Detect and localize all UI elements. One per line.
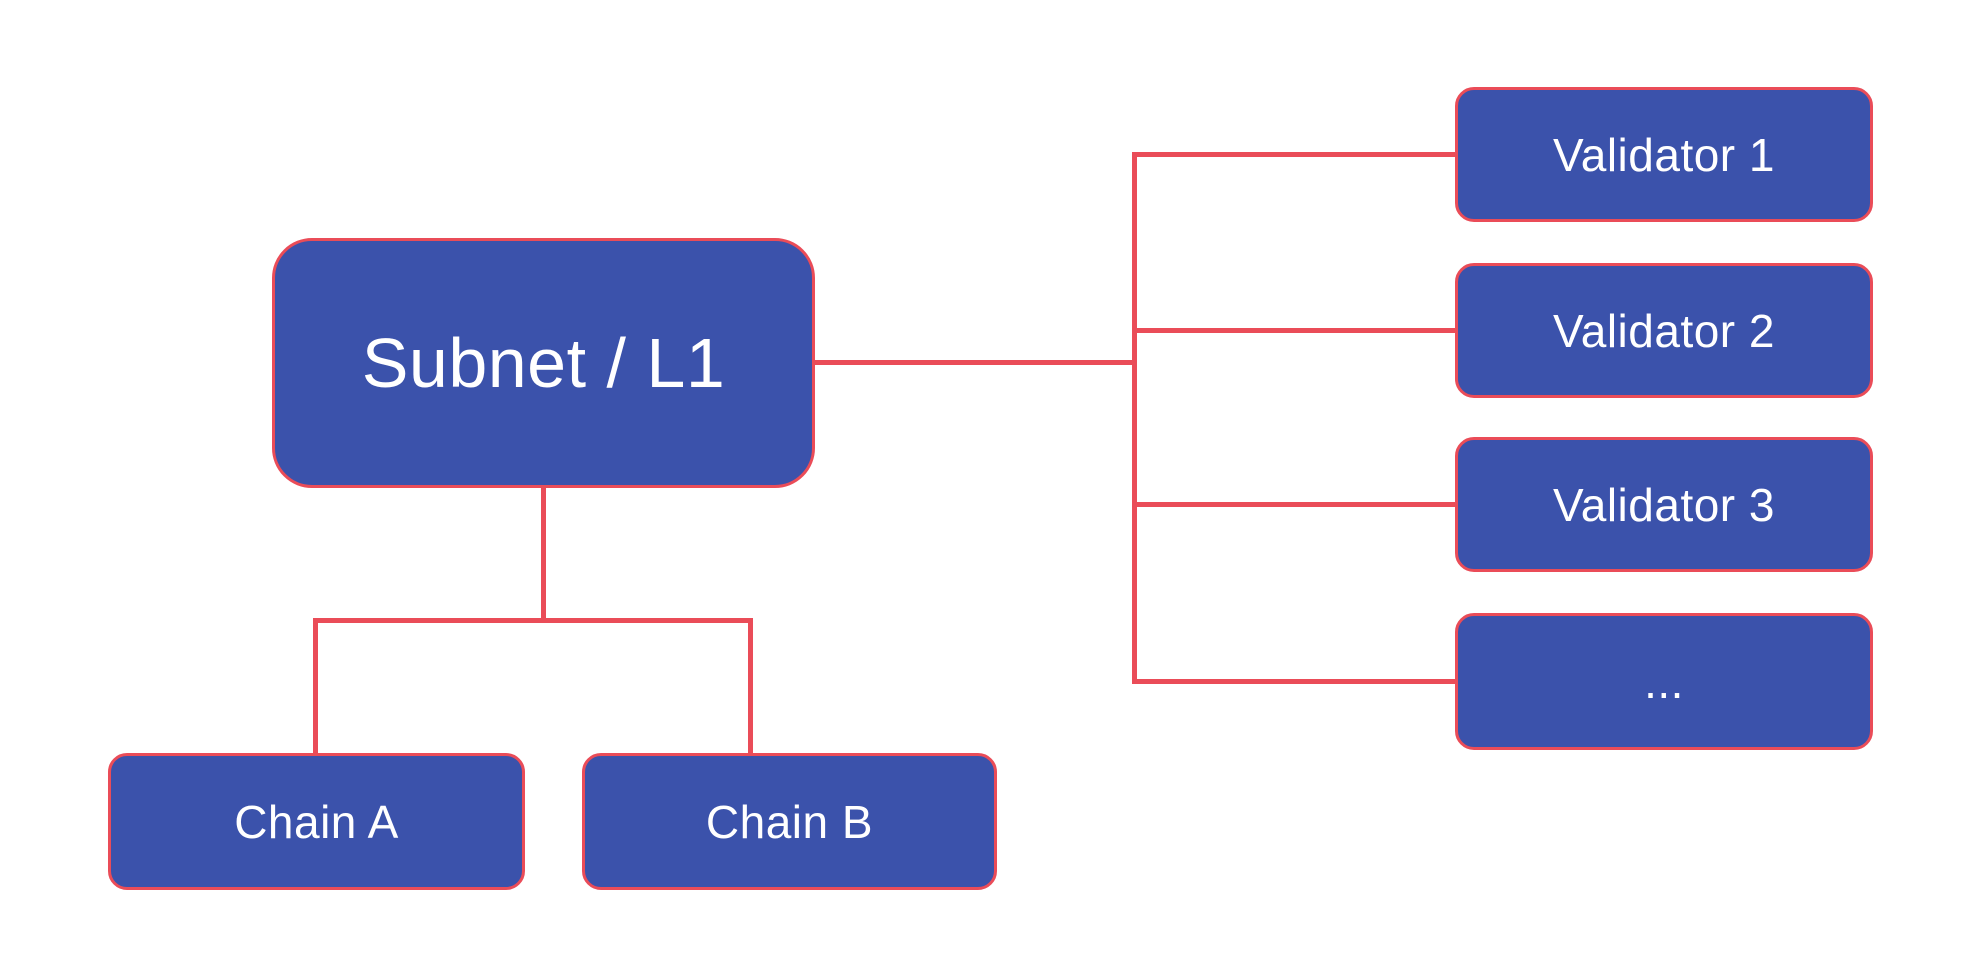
node-validator-1: Validator 1 [1455,87,1873,222]
node-validator-3: Validator 3 [1455,437,1873,572]
node-validator-2-label: Validator 2 [1552,304,1775,357]
connector-root-to-validator-spine [815,360,1137,365]
connector-branch-validator-1 [1132,152,1455,157]
node-chain-b-label: Chain B [705,795,874,848]
connector-branch-validator-3 [1132,502,1455,507]
connector-chains-crossbar [313,618,753,623]
connector-drop-chain-b [748,618,753,755]
node-validator-3-label: Validator 3 [1552,478,1775,531]
connector-root-to-chains [541,486,546,623]
node-validator-2: Validator 2 [1455,263,1873,398]
node-chain-b: Chain B [582,753,997,890]
connector-branch-validator-more [1132,679,1455,684]
connector-validator-spine [1132,152,1137,684]
node-validator-1-label: Validator 1 [1552,128,1775,181]
node-validator-more-label: ... [1644,655,1684,708]
connector-branch-validator-2 [1132,328,1455,333]
node-validator-more: ... [1455,613,1873,750]
node-chain-a: Chain A [108,753,525,890]
node-chain-a-label: Chain A [234,795,399,848]
node-subnet-l1-label: Subnet / L1 [361,324,726,402]
connector-drop-chain-a [313,618,318,755]
node-subnet-l1: Subnet / L1 [272,238,815,488]
